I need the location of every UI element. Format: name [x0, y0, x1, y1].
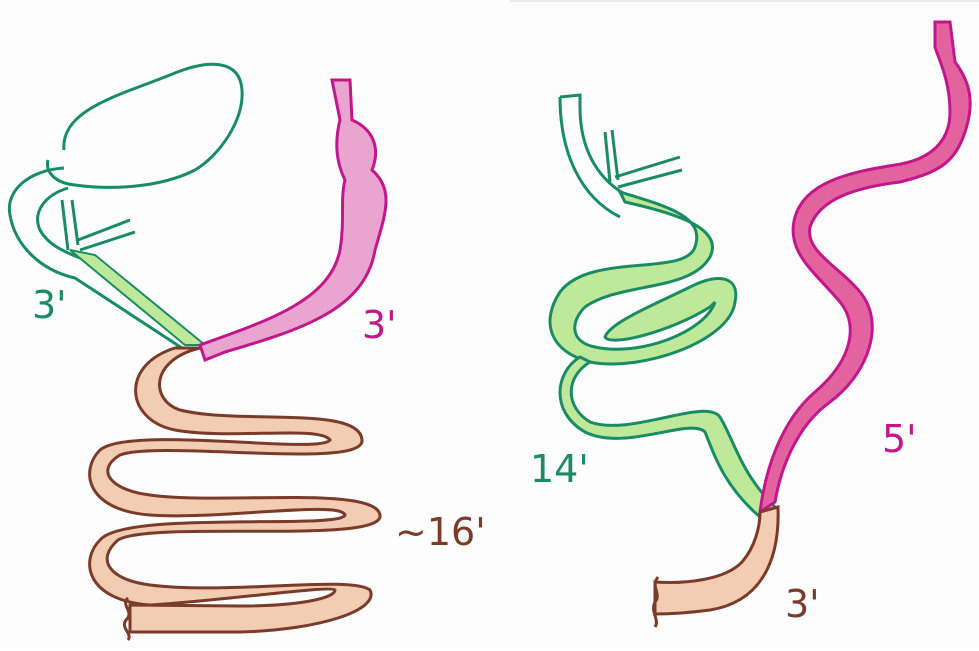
green-limb-top [560, 95, 630, 217]
right-green-label: 14' [530, 447, 589, 491]
right-diagram-panel: 14' 5' 3' [510, 0, 979, 649]
right-magenta-label: 5' [882, 417, 917, 461]
duct-lines [62, 200, 135, 250]
green-limb-lower [560, 357, 775, 517]
right-common-label: 3' [785, 582, 820, 626]
left-magenta-label: 3' [362, 303, 397, 347]
green-limb-coils [550, 192, 736, 364]
magenta-limb [200, 80, 386, 360]
left-diagram-panel: 3' 3' ~16' [0, 0, 510, 649]
left-common-label: ~16' [395, 510, 486, 554]
end-cut [124, 598, 129, 640]
common-channel [90, 348, 380, 632]
pouch-outline [47, 64, 242, 187]
left-green-label: 3' [32, 283, 67, 327]
right-diagram: 14' 5' 3' [510, 2, 979, 651]
green-limb-fill [70, 250, 205, 345]
common-channel [655, 507, 778, 614]
duct-lines [605, 130, 682, 187]
left-diagram: 3' 3' ~16' [0, 0, 510, 649]
magenta-limb [760, 22, 970, 512]
